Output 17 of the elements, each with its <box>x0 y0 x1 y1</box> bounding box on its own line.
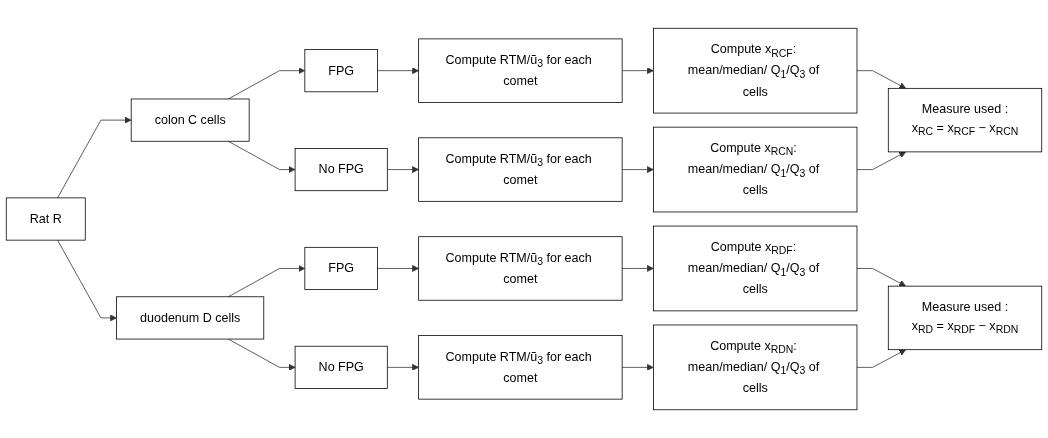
node-box: Compute RTM/ũ$_{3}$ for each comet <box>418 38 623 103</box>
node-box: Measure used : x$_{RD}$ = x$_{RDF}$ − x$_{RDN}$ <box>887 285 1043 351</box>
node-box: FPG <box>304 246 378 290</box>
node-box: Compute x$_{RDF}$: mean/median/ Q$_{1}$/Q$_{3}$ of cells <box>653 225 858 312</box>
node-box: No FPG <box>294 345 388 389</box>
node-box: Compute x$_{RCN}$: mean/median/ Q$_{1}$/Q$_{3}$ of cells <box>653 126 858 213</box>
node-box: Compute x$_{RCF}$: mean/median/ Q$_{1}$/Q$_{3}$ of cells <box>653 27 858 114</box>
node-box: Compute RTM/ũ$_{3}$ for each comet <box>418 335 623 400</box>
node-box: colon C cells <box>130 98 250 142</box>
node-box: Compute RTM/ũ$_{3}$ for each comet <box>418 137 623 202</box>
node-box: FPG <box>304 49 378 93</box>
node-box: duodenum D cells <box>116 296 265 340</box>
node-box: No FPG <box>294 148 388 192</box>
node-box: Measure used : x$_{RC}$ = x$_{RCF}$ − x$_{RCN}$ <box>887 87 1043 153</box>
node-box: Rat R <box>5 197 86 241</box>
node-box: Compute RTM/ũ$_{3}$ for each comet <box>418 236 623 301</box>
node-box: Compute x$_{RDN}$: mean/median/ Q$_{1}$/Q$_{3}$ of cells <box>653 324 858 411</box>
